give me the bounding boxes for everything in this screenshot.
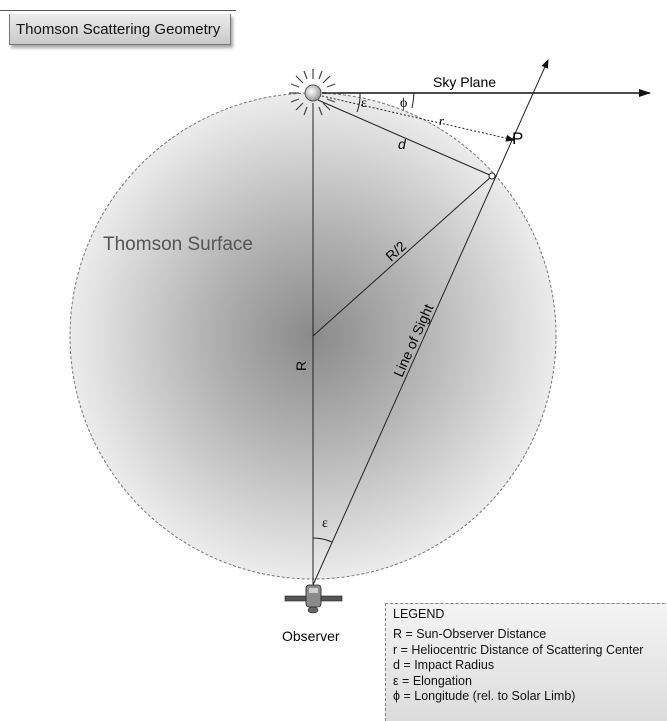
r-large-label: R	[293, 361, 309, 371]
phi-arc	[411, 92, 415, 109]
legend-entry: d = Impact Radius	[393, 658, 495, 672]
sun-icon	[289, 69, 337, 117]
r-small-label: r	[439, 113, 445, 128]
phi-label: ϕ	[400, 96, 407, 111]
thomson-surface-label: Thomson Surface	[103, 234, 253, 255]
title-rule	[0, 10, 236, 11]
legend-entry: ε = Elongation	[393, 673, 472, 688]
half-r-radius-line	[312, 175, 493, 337]
heliocentric-distance-line	[321, 95, 515, 142]
d-label: d	[398, 136, 407, 152]
epsilon-arc-sun	[356, 92, 361, 113]
legend-entry: r = Heliocentric Distance of Scattering …	[393, 642, 644, 657]
sky-plane-label: Sky Plane	[433, 74, 496, 90]
epsilon-observer-label: ε	[322, 516, 328, 531]
impact-radius-line	[317, 99, 493, 177]
observer-label: Observer	[282, 628, 340, 644]
scattering-point	[488, 172, 496, 180]
epsilon-arc-observer	[312, 537, 333, 543]
legend-heading: LEGEND	[393, 607, 445, 621]
legend-entry: ϕ = Longitude (rel. to Solar Limb)	[393, 689, 576, 703]
point-p-label: P	[512, 129, 523, 148]
legend-box: LEGEND R = Sun-Observer Distance r = Hel…	[385, 603, 667, 721]
spacecraft-icon	[284, 584, 343, 614]
epsilon-sun-label: ε	[361, 96, 367, 111]
legend-entry: R = Sun-Observer Distance	[393, 627, 547, 641]
diagram-title: Thomson Scattering Geometry	[9, 14, 231, 45]
line-of-sight	[312, 59, 549, 586]
